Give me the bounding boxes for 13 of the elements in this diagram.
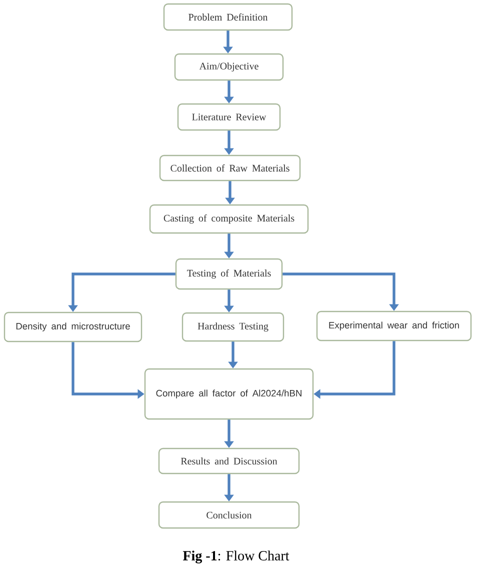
process-box: Aim/Objective bbox=[174, 53, 284, 81]
process-box: Testing of Materials bbox=[175, 258, 283, 290]
process-box: Problem Definition bbox=[163, 3, 293, 31]
process-box: Density and microstructure bbox=[4, 312, 142, 342]
process-box: Compare all factor of Al2024/hBN bbox=[144, 368, 314, 420]
process-box: Conclusion bbox=[158, 501, 300, 529]
caption: Fig -1: Flow Chart bbox=[182, 550, 290, 564]
process-box: Results and Discussion bbox=[158, 448, 300, 474]
process-box: Collection of Raw Materials bbox=[159, 154, 301, 182]
process-box: Experimental wear and friction bbox=[316, 310, 472, 342]
process-box: Casting of composite Materials bbox=[149, 204, 309, 234]
process-box: Hardness Testing bbox=[182, 312, 284, 342]
process-box: Literature Review bbox=[177, 103, 281, 131]
